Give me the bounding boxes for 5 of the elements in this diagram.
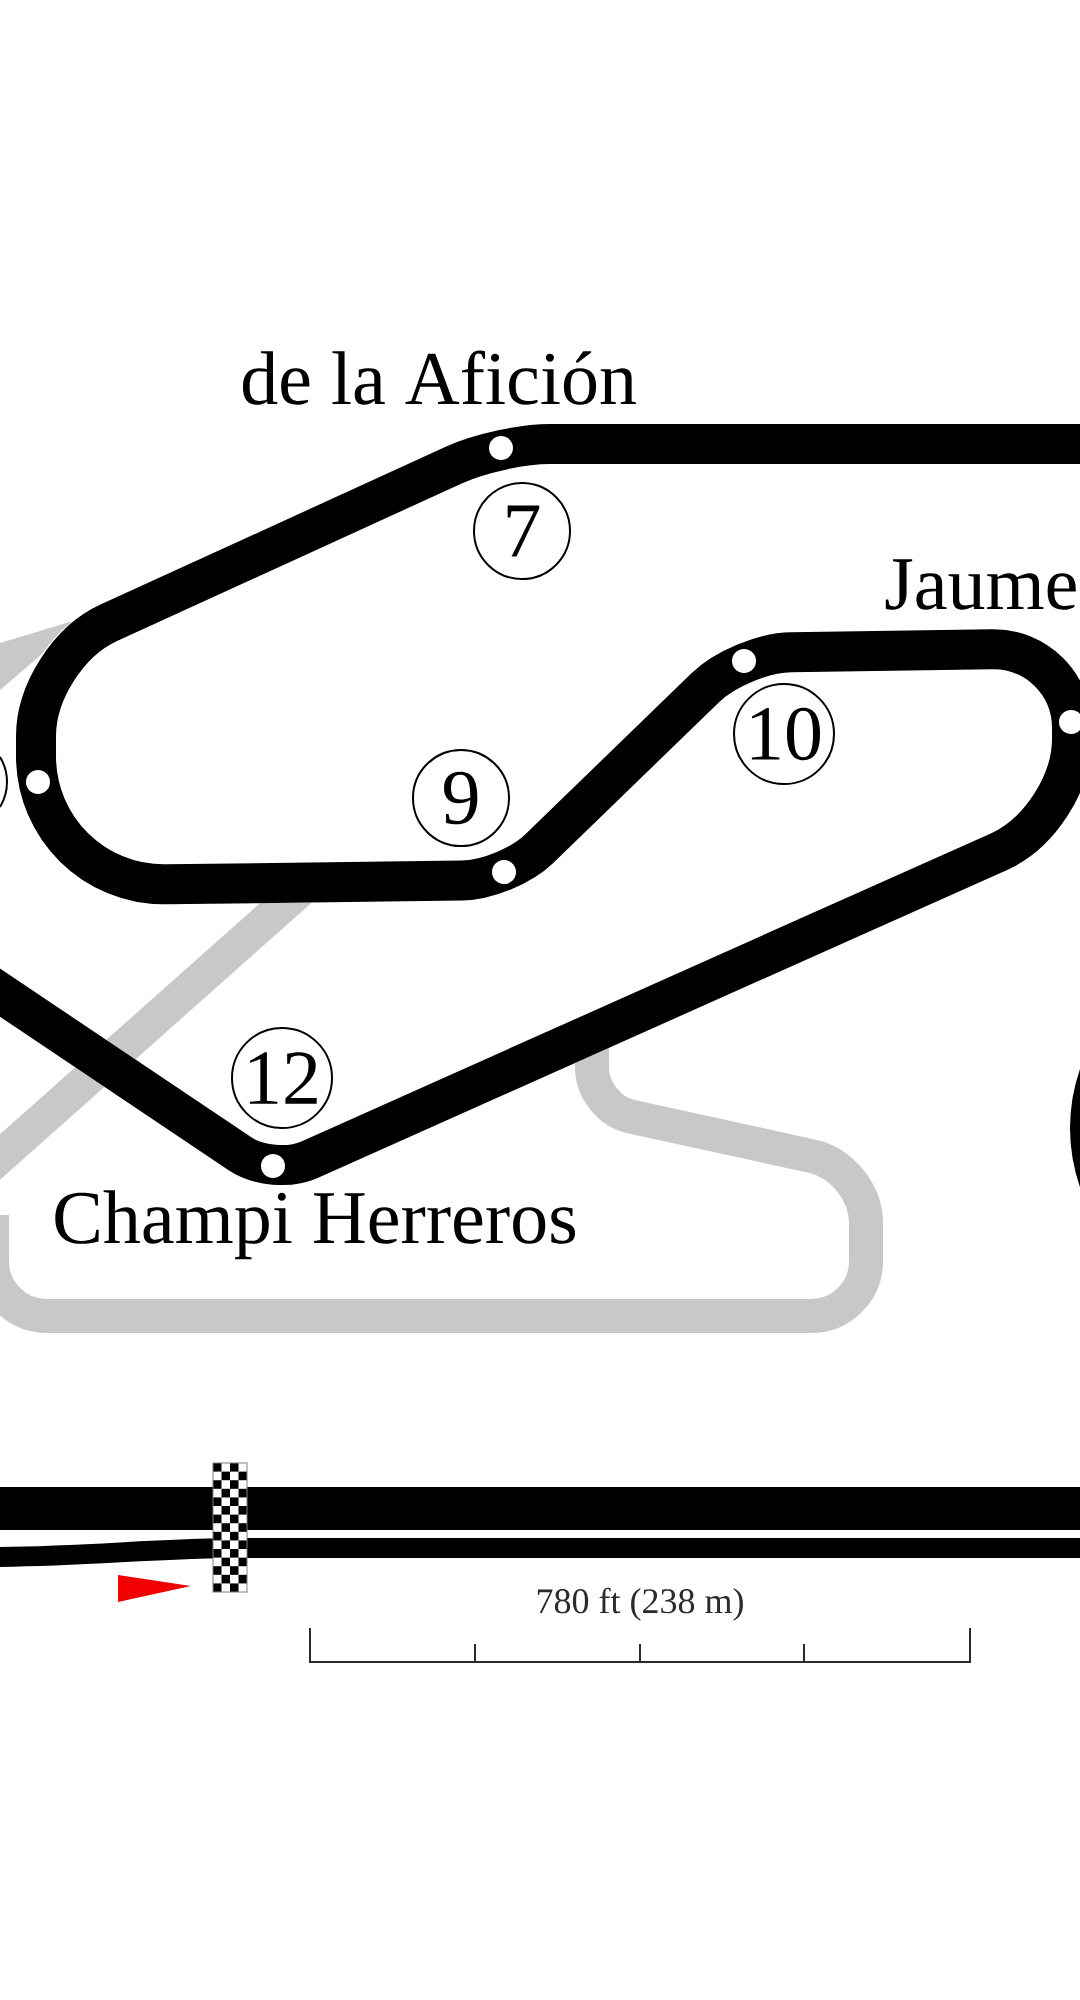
turn-number: 7	[473, 482, 571, 580]
turn-number: 9	[412, 749, 510, 847]
turn-number: 10	[733, 683, 835, 785]
turn-number: 12	[231, 1027, 333, 1129]
scale-label: 780 ft (238 m)	[537, 1587, 743, 1621]
